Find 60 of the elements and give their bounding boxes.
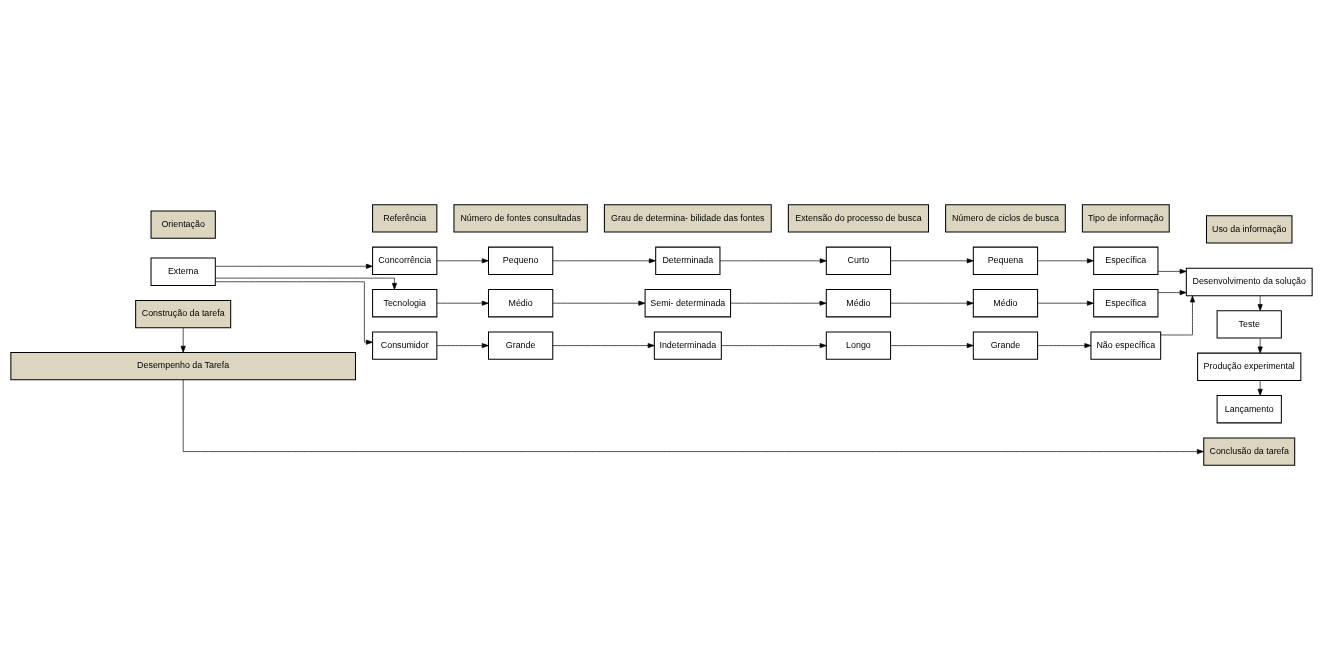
arrow (182, 379, 1204, 455)
arrow (436, 258, 489, 264)
node-box: Grande (972, 331, 1039, 360)
arrow (552, 258, 656, 264)
arrow (1157, 290, 1187, 296)
node-box: Médio (825, 289, 892, 318)
arrow (1257, 337, 1263, 354)
arrow (730, 300, 827, 306)
arrow (215, 263, 373, 269)
node-box: Número de fontes consultadas (453, 204, 588, 233)
arrow (1037, 300, 1094, 306)
arrow (552, 343, 655, 349)
arrow (215, 281, 373, 345)
node-box: Grande (488, 331, 554, 360)
node-box: Construção da tarefa (135, 299, 232, 329)
node-box: Indeterminada (653, 331, 722, 360)
node-box: Determinada (655, 246, 721, 275)
arrow (180, 327, 186, 353)
arrow (552, 300, 646, 306)
node-box: Pequeno (488, 246, 554, 275)
arrow (721, 343, 827, 349)
node-box: Conclusão da tarefa (1203, 437, 1296, 466)
arrow (1037, 343, 1092, 349)
node-box: Teste (1216, 310, 1282, 339)
node-box: Tipo de informação (1081, 204, 1170, 233)
node-box: Curto (825, 246, 892, 275)
node-box: Grau de determina- bilidade das fontes (603, 204, 772, 233)
node-box: Longo (825, 331, 892, 360)
node-box: Extensão do processo de busca (787, 204, 930, 233)
arrow (436, 343, 489, 349)
arrow (890, 300, 974, 306)
arrow (890, 258, 974, 264)
arrow (1037, 258, 1094, 264)
node-box: Orientação (150, 210, 216, 239)
node-box: Médio (488, 289, 554, 318)
arrow (436, 300, 489, 306)
node-box: Consumidor (372, 331, 438, 360)
node-box: Uso da informação (1205, 215, 1293, 244)
node-box: Específica (1093, 289, 1159, 318)
node-box: Referência (372, 204, 438, 233)
arrow (719, 258, 827, 264)
arrow (1257, 295, 1263, 311)
node-box: Lançamento (1216, 395, 1282, 424)
node-box: Produção experimental (1197, 352, 1302, 381)
node-box: Tecnologia (372, 289, 438, 318)
node-box: Específica (1093, 246, 1159, 275)
node-box: Desenvolvimento da solução (1185, 267, 1313, 297)
arrow (1157, 268, 1187, 274)
node-box: Concorrência (372, 246, 438, 275)
node-box: Não específica (1090, 331, 1162, 360)
node-box: Desempenho da Tarefa (10, 351, 356, 381)
arrow (890, 343, 974, 349)
arrow (215, 277, 397, 290)
node-box: Externa (150, 257, 216, 286)
node-box: Número de ciclos de busca (945, 204, 1066, 233)
arrow (1257, 380, 1263, 396)
node-box: Pequena (972, 246, 1039, 275)
node-box: Semi- determinada (644, 289, 732, 318)
node-box: Médio (972, 289, 1039, 318)
arrow (1160, 295, 1195, 336)
